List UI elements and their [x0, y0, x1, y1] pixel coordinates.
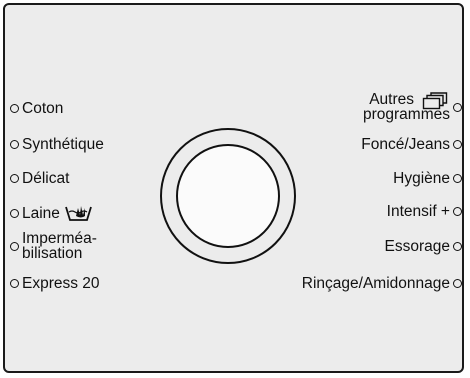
program-coton[interactable]: Coton — [10, 101, 63, 116]
indicator-light — [10, 104, 19, 113]
indicator-light — [10, 208, 19, 218]
program-intensif-plus[interactable]: Intensif + — [387, 204, 462, 219]
program-label-line: bilisation — [22, 245, 83, 262]
program-synthetique[interactable]: Synthétique — [10, 137, 104, 152]
hand-wash-icon — [65, 206, 92, 221]
program-label: Autres programmes — [363, 91, 450, 123]
program-laine[interactable]: Laine — [10, 204, 93, 222]
program-delicat[interactable]: Délicat — [10, 171, 69, 186]
indicator-light — [10, 174, 19, 183]
indicator-light — [453, 207, 462, 216]
indicator-light — [10, 140, 19, 149]
indicator-light — [453, 279, 462, 288]
program-fonce-jeans[interactable]: Foncé/Jeans — [361, 137, 462, 152]
program-rincage-amidonnage[interactable]: Rinçage/Amidonnage — [302, 276, 462, 291]
program-label: Délicat — [22, 170, 70, 187]
indicator-light — [10, 241, 19, 251]
program-selector-knob-cap[interactable] — [176, 144, 280, 248]
program-label: Essorage — [384, 238, 450, 255]
program-express-20[interactable]: Express 20 — [10, 276, 100, 291]
program-hygiene[interactable]: Hygiène — [393, 171, 462, 186]
program-label: Rinçage/Amidonnage — [301, 275, 450, 292]
indicator-light — [453, 140, 462, 149]
program-label: Imperméa- bilisation — [22, 230, 97, 262]
stacked-pages-icon — [422, 92, 448, 110]
indicator-light — [453, 242, 462, 251]
program-autres-programmes[interactable]: Autres programmes — [363, 92, 462, 122]
program-label-line: programmes — [363, 106, 450, 123]
program-label-line: Imperméa- — [22, 230, 97, 247]
program-label: Coton — [22, 100, 64, 117]
program-label: Express 20 — [22, 275, 100, 292]
program-impermeabilisation[interactable]: Imperméa- bilisation — [10, 231, 97, 261]
indicator-light — [10, 279, 19, 288]
indicator-light — [453, 102, 462, 112]
program-label: Synthétique — [22, 136, 104, 153]
program-essorage[interactable]: Essorage — [385, 239, 462, 254]
program-label-line: Autres — [369, 91, 414, 108]
program-label: Foncé/Jeans — [361, 136, 450, 153]
indicator-light — [453, 174, 462, 183]
program-label: Intensif + — [386, 203, 450, 220]
program-label: Laine — [22, 204, 60, 222]
program-label: Hygiène — [393, 170, 450, 187]
